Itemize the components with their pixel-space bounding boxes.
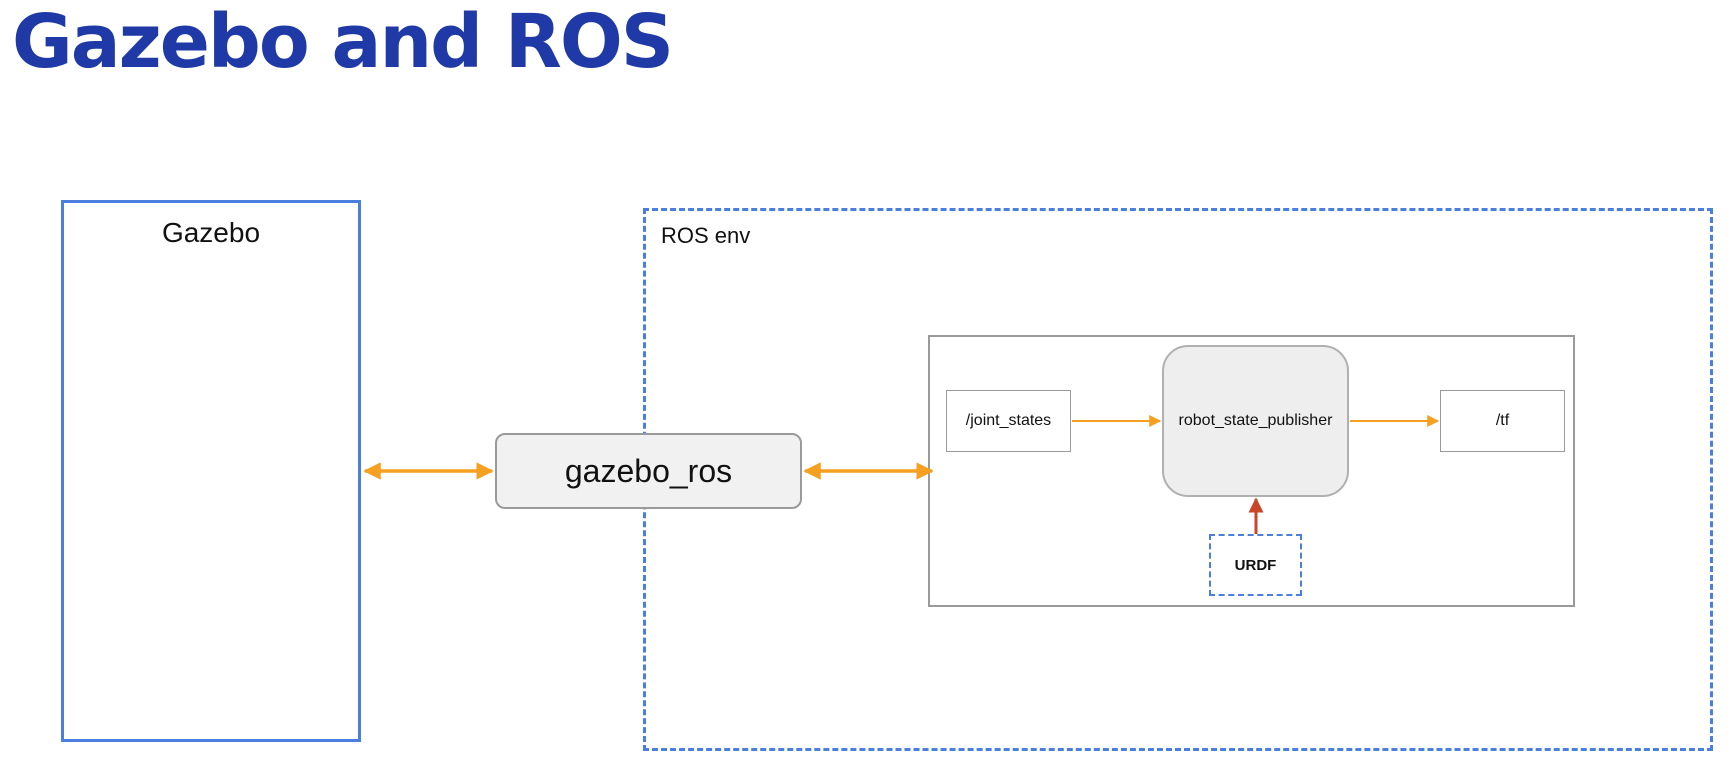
tf-topic: /tf [1440, 390, 1565, 452]
robot-state-publisher-node: robot_state_publisher [1162, 345, 1349, 497]
page-title: Gazebo and ROS [12, 0, 674, 85]
ros-env-label: ROS env [661, 223, 751, 248]
joint-states-topic: /joint_states [946, 390, 1071, 452]
urdf-source: URDF [1209, 534, 1302, 596]
gazebo-ros-node: gazebo_ros [495, 433, 802, 509]
gazebo-container: Gazebo [61, 200, 361, 742]
gazebo-label: Gazebo [161, 217, 261, 248]
